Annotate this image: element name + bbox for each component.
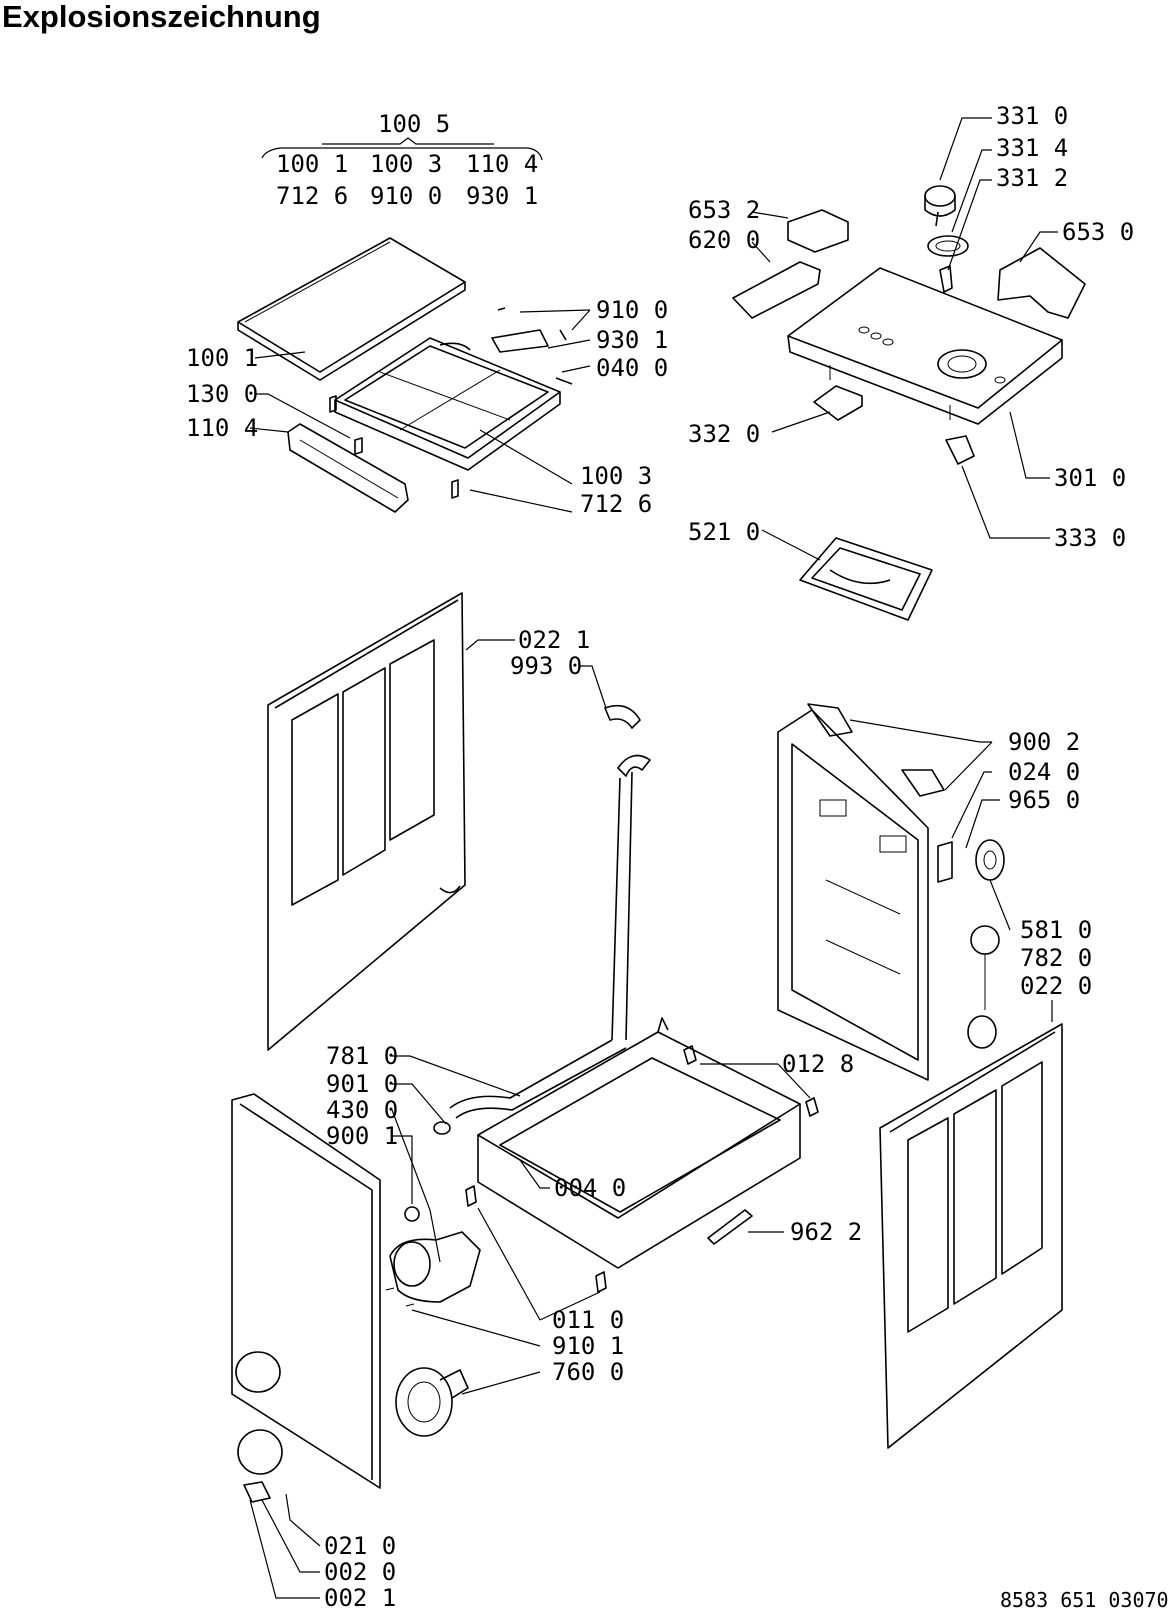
label-962-2: 962 2 xyxy=(790,1218,862,1246)
label-100-1: 100 1 xyxy=(186,344,258,372)
drain-hose xyxy=(604,704,651,1041)
label-993-0: 993 0 xyxy=(510,652,582,680)
side-panel-left xyxy=(267,592,466,1051)
label-100-3: 100 3 xyxy=(580,462,652,490)
front-panel xyxy=(231,1093,481,1503)
label-653-2: 653 2 xyxy=(688,196,760,224)
label-910-0: 910 0 xyxy=(596,296,668,324)
label-653-0: 653 0 xyxy=(1062,218,1134,246)
document-number: 8583 651 03070 xyxy=(1000,1588,1169,1612)
base-frame xyxy=(433,1017,819,1293)
label-620-0: 620 0 xyxy=(688,226,760,254)
label-965-0: 965 0 xyxy=(1008,786,1080,814)
label-910-1: 910 1 xyxy=(552,1332,624,1360)
label-712-6: 712 6 xyxy=(580,490,652,518)
back-panel xyxy=(777,703,1005,1081)
label-331-4: 331 4 xyxy=(996,134,1068,162)
part-labels: 100 5 100 1 100 3 110 4 712 6 910 0 930 … xyxy=(186,102,1134,1612)
label-331-2: 331 2 xyxy=(996,164,1068,192)
label-900-2: 900 2 xyxy=(1008,728,1080,756)
control-panel-assembly xyxy=(732,185,1086,621)
label-022-1: 022 1 xyxy=(518,626,590,654)
label-910-0-group: 910 0 xyxy=(370,182,442,210)
label-022-0: 022 0 xyxy=(1020,972,1092,1000)
label-430-0: 430 0 xyxy=(326,1096,398,1124)
label-901-0: 901 0 xyxy=(326,1070,398,1098)
label-712-6-group: 712 6 xyxy=(276,182,348,210)
label-004-0: 004 0 xyxy=(554,1174,626,1202)
label-332-0: 332 0 xyxy=(688,420,760,448)
label-100-5-group: 100 5 xyxy=(378,110,450,138)
label-581-0: 581 0 xyxy=(1020,916,1092,944)
label-110-4: 110 4 xyxy=(186,414,258,442)
label-040-0: 040 0 xyxy=(596,354,668,382)
label-333-0: 333 0 xyxy=(1054,524,1126,552)
label-002-0: 002 0 xyxy=(324,1558,396,1586)
label-012-8: 012 8 xyxy=(782,1050,854,1078)
label-760-0: 760 0 xyxy=(552,1358,624,1386)
label-930-1-group: 930 1 xyxy=(466,182,538,210)
label-100-3-group: 100 3 xyxy=(370,150,442,178)
label-011-0: 011 0 xyxy=(552,1306,624,1334)
side-panel-right xyxy=(879,1023,1063,1449)
label-002-1: 002 1 xyxy=(324,1584,396,1612)
diagram-title: Explosionszeichnung xyxy=(2,0,321,34)
label-110-4-group: 110 4 xyxy=(466,150,538,178)
label-130-0: 130 0 xyxy=(186,380,258,408)
label-024-0: 024 0 xyxy=(1008,758,1080,786)
label-900-1: 900 1 xyxy=(326,1122,398,1150)
label-100-1-group: 100 1 xyxy=(276,150,348,178)
label-930-1: 930 1 xyxy=(596,326,668,354)
lid-assembly xyxy=(237,237,573,513)
leader-lines xyxy=(249,117,1058,1599)
label-021-0: 021 0 xyxy=(324,1532,396,1560)
label-781-0: 781 0 xyxy=(326,1042,398,1070)
label-521-0: 521 0 xyxy=(688,518,760,546)
label-782-0: 782 0 xyxy=(1020,944,1092,972)
label-301-0: 301 0 xyxy=(1054,464,1126,492)
label-331-0: 331 0 xyxy=(996,102,1068,130)
